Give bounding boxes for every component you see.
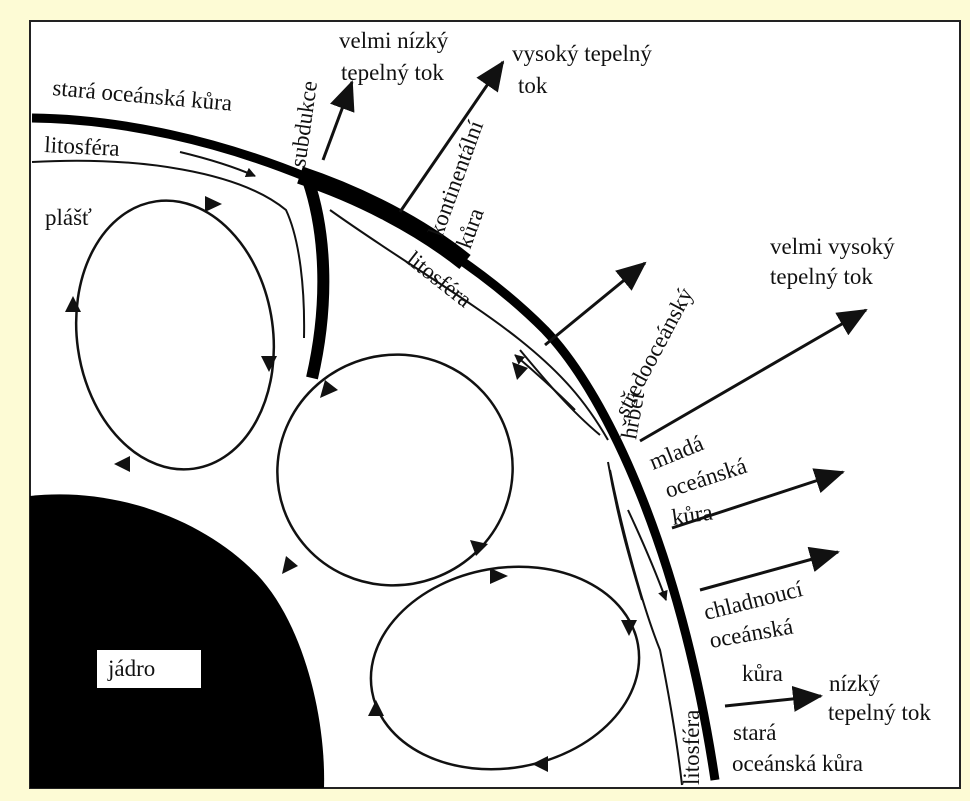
label-low-heat-1: nízký xyxy=(829,671,881,696)
label-lithosphere-top: litosféra xyxy=(44,132,121,161)
label-high-heat-2: tok xyxy=(518,73,548,98)
label-very-low-heat-1: velmi nízký xyxy=(339,28,449,53)
label-high-heat-1: vysoký tepelný xyxy=(512,41,652,66)
label-very-high-heat-2: tepelný tok xyxy=(770,264,873,289)
label-very-low-heat-2: tepelný tok xyxy=(341,60,444,85)
label-old-oceanic-crust-bottom-2: oceánská kůra xyxy=(732,751,863,776)
label-old-oceanic-crust-bottom-1: stará xyxy=(733,720,776,745)
core-label: jádro xyxy=(107,656,155,681)
label-cooling-crust-3: kůra xyxy=(742,661,783,686)
label-mantle: plášť xyxy=(45,205,92,230)
label-lithosphere-right: litosféra xyxy=(679,710,704,785)
label-very-high-heat-1: velmi vysoký xyxy=(770,234,895,259)
label-low-heat-2: tepelný tok xyxy=(828,700,931,725)
